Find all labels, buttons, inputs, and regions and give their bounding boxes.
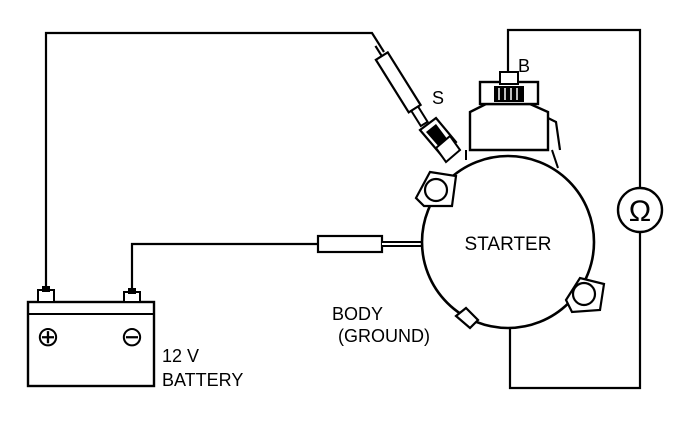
battery-negative-post (123, 288, 141, 303)
s-terminal-connector (374, 45, 429, 128)
body-probe (316, 234, 430, 254)
battery-icon: ⊕ ⊖ (26, 286, 156, 388)
terminal-s-label: S (432, 88, 444, 108)
mounting-ear-right (564, 276, 606, 314)
ohmmeter-icon: Ω (616, 186, 664, 234)
battery-voltage-label: 12 V (162, 346, 199, 366)
b-terminal-stud (478, 71, 540, 106)
battery-label: BATTERY (162, 370, 243, 390)
mounting-ear-left (414, 170, 458, 208)
wire-positive-to-s-terminal (44, 31, 385, 290)
starter-motor-icon: STARTER (414, 71, 606, 330)
ohmmeter-symbol: Ω (629, 195, 651, 228)
battery-negative-symbol: ⊖ (120, 321, 143, 352)
terminal-b-label: B (518, 56, 530, 76)
wire-ohmmeter-b-side (506, 28, 642, 188)
battery-positive-symbol: ⊕ (36, 321, 59, 352)
wire-ohmmeter-body-side (508, 232, 642, 390)
wire-negative-to-body (130, 242, 318, 292)
s-terminal-clip (418, 116, 462, 164)
starter-label: STARTER (465, 234, 552, 255)
battery-positive-post (37, 286, 55, 303)
ground-label: (GROUND) (338, 326, 430, 346)
body-label: BODY (332, 304, 383, 324)
